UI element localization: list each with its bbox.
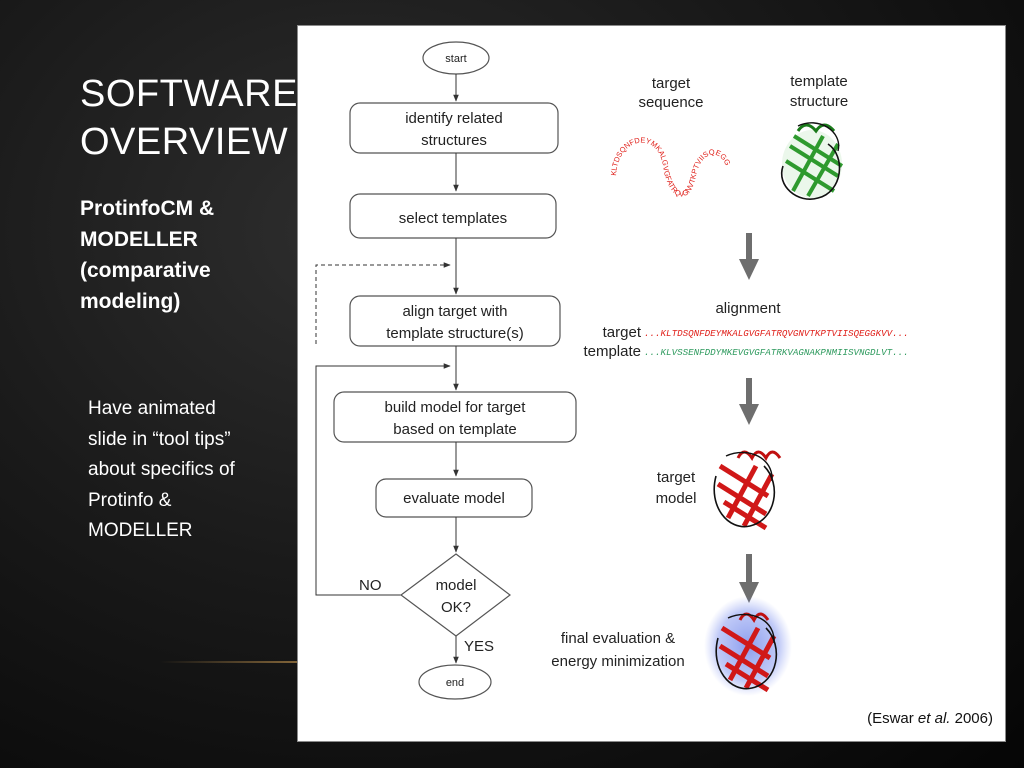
step3-line2: template structure(s) <box>386 325 524 342</box>
step-select-templates: select templates <box>349 193 557 239</box>
target-sequence-label-1: target <box>652 75 691 92</box>
no-loop-arrow <box>315 363 451 596</box>
citation-author: (Eswar <box>867 710 918 727</box>
target-model-image <box>713 450 782 531</box>
step-evaluate-model: evaluate model <box>375 478 533 518</box>
step3-line1: align target with <box>402 303 507 320</box>
alignment-template-label: template <box>583 343 641 360</box>
template-structure-image <box>780 122 844 200</box>
template-sequence-row: ...KLVSSENFDDYMKEVGVGFATRKVAGNAKPNMIISVN… <box>644 347 909 358</box>
alignment-label: alignment <box>715 300 781 317</box>
target-sequence-row: ...KLTDSQNFDEYMKALGVGFATRQVGNVTKPTVIISQE… <box>644 328 909 339</box>
dashed-loop-arrow <box>315 262 451 344</box>
final-model-image <box>704 596 792 696</box>
speaker-note-text: Have animated slide in “tool tips” about… <box>88 398 235 541</box>
step4-line1: build model for target <box>385 399 527 416</box>
decision-model-ok: model OK? <box>399 553 511 637</box>
step2-label: select templates <box>399 210 507 227</box>
step4-line2: based on template <box>393 421 516 438</box>
title-line-2: Overview <box>80 121 289 163</box>
slide-subtitle: ProtinfoCM & MODELLER (comparative model… <box>80 197 215 313</box>
step-identify-structures: identify related structures <box>349 102 559 154</box>
final-evaluation-label-1: final evaluation & <box>561 630 675 647</box>
step5-label: evaluate model <box>403 490 505 507</box>
citation-year: 2006) <box>950 710 993 727</box>
end-label: end <box>446 677 464 689</box>
end-node: end <box>418 664 492 700</box>
step1-line2: structures <box>421 132 487 149</box>
down-arrow-icon <box>739 378 759 425</box>
alignment-target-label: target <box>603 324 642 341</box>
target-sequence-label-2: sequence <box>638 94 703 111</box>
decorative-rule <box>160 661 300 663</box>
yes-label: YES <box>464 638 494 655</box>
citation: (Eswar et al. 2006) <box>867 710 993 727</box>
final-evaluation-label-2: energy minimization <box>551 653 684 670</box>
start-label: start <box>445 53 466 65</box>
step-align-target: align target with template structure(s) <box>349 295 561 347</box>
workflow-figure: start identify related structures select… <box>297 25 1006 742</box>
title-line-1: Software <box>80 73 298 115</box>
template-structure-label-1: template <box>790 73 848 90</box>
down-arrow-icon <box>739 233 759 280</box>
no-label: NO <box>359 577 382 594</box>
start-node: start <box>422 41 490 75</box>
template-structure-label-2: structure <box>790 93 848 110</box>
slide-title: Software Overview <box>80 70 298 166</box>
step-build-model: build model for target based on template <box>333 391 577 443</box>
target-model-label-1: target <box>657 469 696 486</box>
citation-etal: et al. <box>917 710 951 727</box>
down-arrow-icon <box>739 554 759 603</box>
step1-line1: identify related <box>405 110 503 127</box>
workflow-diagram: start identify related structures select… <box>298 26 909 700</box>
target-model-label-2: model <box>656 490 697 507</box>
decision-line2: OK? <box>441 599 471 616</box>
decision-line1: model <box>436 577 477 594</box>
